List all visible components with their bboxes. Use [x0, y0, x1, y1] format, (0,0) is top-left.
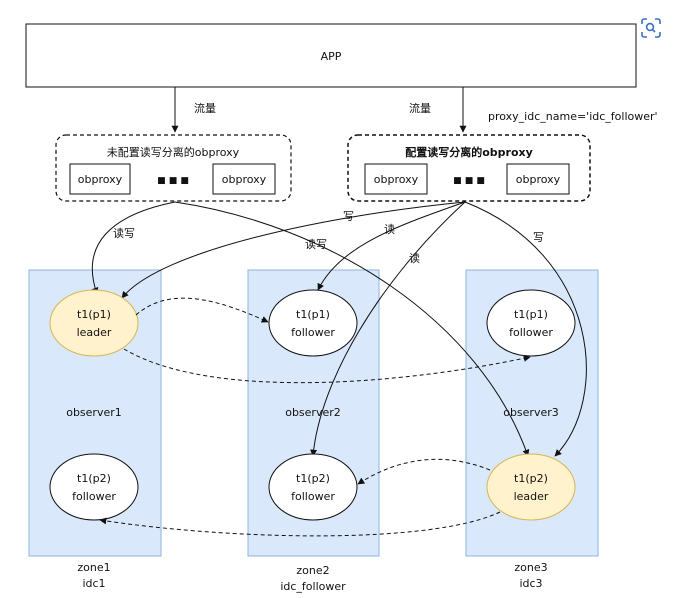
replica-z3-p2-leader — [486, 453, 576, 521]
replica-partition: t1(p2) — [77, 472, 111, 485]
edge-configured-read-zone2-p1 — [317, 201, 466, 291]
replica-z2-p1-follower — [268, 289, 358, 357]
replication-z1p1-to-z2p1 — [135, 297, 269, 323]
edge-label-left-rw: 读写 — [113, 226, 135, 240]
proxy-ellipsis: ■ ■ ■ — [157, 176, 189, 186]
proxy-group-unconfigured-title: 未配置读写分离的obproxy — [107, 145, 240, 159]
proxy-config-note: proxy_idc_name='idc_follower' — [488, 110, 658, 123]
obproxy-box — [506, 163, 570, 195]
replica-partition: t1(p2) — [296, 472, 330, 485]
edge-configured-write-zone3 — [464, 201, 587, 457]
obproxy-box — [69, 163, 131, 195]
obproxy-box — [364, 163, 428, 195]
replica-role: follower — [72, 490, 116, 503]
replica-role: follower — [509, 326, 553, 339]
traffic-label-right: 流量 — [409, 101, 431, 115]
observer-label: observer2 — [285, 406, 341, 419]
scan-icon[interactable] — [640, 17, 662, 39]
edge-configured-write-zone1 — [121, 201, 466, 299]
edge-label-read-1: 读 — [384, 222, 395, 236]
edge-unconfigured-rw-zone3 — [174, 201, 530, 457]
proxy-ellipsis: ■ ■ ■ — [453, 176, 485, 186]
replica-partition: t1(p1) — [77, 308, 111, 321]
zone-idc: idc3 — [519, 577, 542, 590]
edge-label-write-top: 写 — [343, 210, 354, 223]
observer-label: observer3 — [503, 406, 559, 419]
replica-partition: t1(p1) — [296, 308, 330, 321]
proxy-group-configured-title: 配置读写分离的obproxy — [405, 145, 533, 159]
replica-partition: t1(p1) — [514, 308, 548, 321]
replica-role: leader — [514, 490, 549, 503]
edge-label-read-2: 读 — [409, 251, 420, 265]
replica-role: leader — [77, 326, 112, 339]
obproxy-box — [212, 163, 276, 195]
scan-icon-glyph — [641, 18, 661, 38]
replica-role: follower — [291, 490, 335, 503]
replica-z1-p1-leader — [49, 289, 139, 357]
zone-name: zone3 — [514, 561, 547, 574]
edge-configured-read-zone2-p2 — [310, 201, 466, 457]
zone-name: zone2 — [296, 564, 329, 577]
obproxy-label: obproxy — [222, 173, 267, 186]
replica-z2-p2-follower — [268, 453, 358, 521]
obproxy-label: obproxy — [516, 173, 561, 186]
replica-role: follower — [291, 326, 335, 339]
replication-z3p2-to-z1p2 — [99, 511, 501, 537]
edge-label-write-far: 写 — [533, 231, 544, 244]
replica-z3-p1-follower — [486, 289, 576, 357]
traffic-label-left: 流量 — [194, 101, 216, 115]
replica-partition: t1(p2) — [514, 472, 548, 485]
zone-name: zone1 — [77, 561, 110, 574]
edge-unconfigured-rw-leader — [91, 201, 176, 295]
obproxy-label: obproxy — [78, 173, 123, 186]
replication-z1p1-to-z3p1 — [123, 348, 531, 384]
zone-idc: idc1 — [82, 577, 105, 590]
obproxy-label: obproxy — [374, 173, 419, 186]
observer-label: observer1 — [66, 406, 122, 419]
edge-label-mid-rw: 读写 — [305, 237, 327, 251]
replication-z3p2-to-z2p2 — [357, 458, 491, 485]
app-box — [25, 23, 637, 88]
app-label: APP — [321, 50, 342, 63]
replica-z1-p2-follower — [49, 453, 139, 521]
zone-idc: idc_follower — [280, 580, 346, 593]
